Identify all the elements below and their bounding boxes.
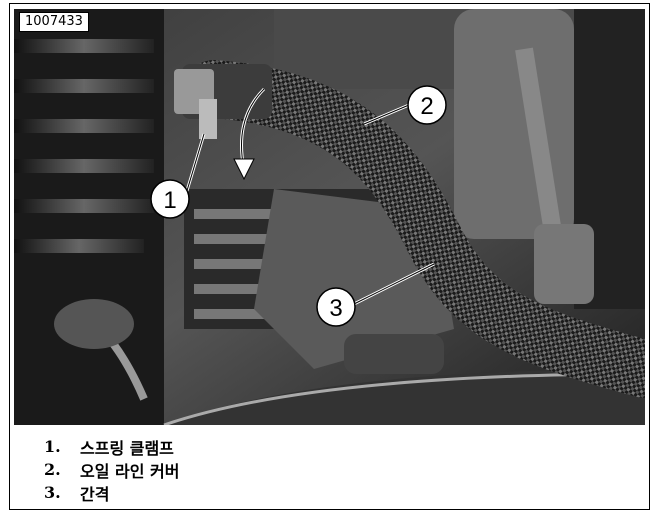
callout-2: 2	[407, 85, 447, 125]
legend-number: 1.	[44, 437, 61, 456]
legend: 1. 스프링 클램프 2. 오일 라인 커버 3. 간격	[22, 435, 622, 504]
legend-text: 간격	[80, 484, 110, 504]
legend-text: 스프링 클램프	[80, 438, 174, 458]
legend-item: 1. 스프링 클램프	[22, 435, 622, 458]
figure-id-label: 1007433	[19, 12, 89, 32]
callout-3: 3	[316, 287, 356, 327]
callout-1: 1	[150, 179, 190, 219]
legend-text: 오일 라인 커버	[80, 461, 180, 481]
callout-1-number: 1	[163, 187, 176, 214]
legend-number: 3.	[44, 483, 61, 502]
legend-number: 2.	[44, 460, 61, 479]
legend-item: 3. 간격	[22, 481, 622, 504]
legend-item: 2. 오일 라인 커버	[22, 458, 622, 481]
callout-2-number: 2	[420, 93, 433, 120]
cylinder-fins	[14, 9, 164, 425]
callout-3-number: 3	[329, 295, 342, 322]
photo-illustration: 1 2 3	[14, 9, 645, 425]
engine-photo: 1 2 3 1007433	[14, 9, 645, 425]
